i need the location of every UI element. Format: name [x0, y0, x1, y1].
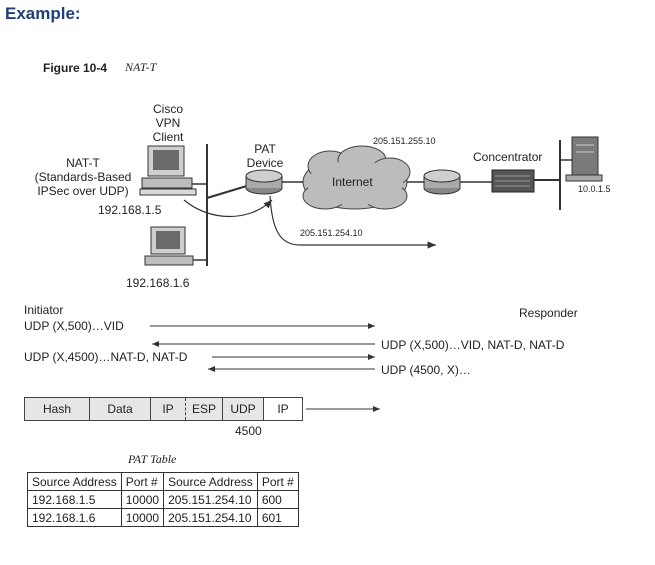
packet-cell-esp: ESP [185, 398, 223, 420]
table-header: Port # [256, 472, 299, 491]
responder-label: Responder [519, 306, 578, 320]
pat-device-label: PAT Device [246, 142, 284, 170]
initiator-label: Initiator [24, 303, 64, 317]
translation-curve-arrow [183, 199, 273, 217]
packet-cell-data: Data [107, 402, 133, 416]
packet-cell-ip: IP [162, 402, 174, 416]
table-row: 192.168.1.5 10000 205.151.254.10 600 [27, 490, 299, 509]
lan-to-pat-link [206, 184, 251, 199]
pc2-ip: 192.168.1.6 [126, 276, 190, 290]
client-pc-icon [139, 145, 207, 196]
server-icon [560, 136, 603, 182]
natt-label: NAT-T (Standards-Based IPSec over UDP) [34, 156, 132, 198]
outbound-arrow [269, 195, 436, 249]
msg1-label: UDP (X,500)…VID [24, 319, 124, 333]
pat-router-icon [245, 169, 283, 195]
table-cell: 600 [256, 490, 299, 509]
msg4-label: UDP (4500, X)… [381, 363, 471, 377]
table-cell: 601 [256, 508, 299, 527]
table-header: Source Address [27, 472, 122, 491]
packet-cell-hash: Hash [25, 398, 90, 420]
figure-label: Figure 10-4 [43, 61, 108, 75]
pat-table: Source Address Port # Source Address Por… [27, 472, 299, 527]
table-header: Source Address [163, 472, 258, 491]
table-cell: 192.168.1.6 [27, 508, 122, 527]
public-ip-top: 205.151.255.10 [373, 136, 436, 146]
public-ip-bottom: 205.151.254.10 [300, 228, 363, 238]
table-row: 192.168.1.6 10000 205.151.254.10 601 [27, 508, 299, 527]
client-label: Cisco VPN Client [152, 102, 184, 144]
internet-label: Internet [332, 175, 373, 189]
edge-router-icon [423, 169, 461, 195]
packet-diagram: Hash Data IP ESP UDP IP [24, 397, 303, 421]
msg2-label: UDP (X,500)…VID, NAT-D, NAT-D [381, 338, 565, 352]
pat-table-title: PAT Table [128, 452, 177, 466]
packet-port-label: 4500 [235, 424, 262, 438]
table-cell: 10000 [120, 490, 165, 509]
table-header-row: Source Address Port # Source Address Por… [27, 472, 299, 491]
server-ip: 10.0.1.5 [578, 184, 611, 194]
packet-cell-udp: UDP [223, 398, 264, 420]
pc2-icon [144, 226, 207, 266]
table-cell: 192.168.1.5 [27, 490, 122, 509]
table-header: Port # [120, 472, 165, 491]
client-ip: 192.168.1.5 [98, 203, 162, 217]
table-cell: 10000 [120, 508, 165, 527]
concentrator-icon [491, 169, 535, 193]
table-cell: 205.151.254.10 [163, 508, 258, 527]
page-heading: Example: [5, 4, 81, 23]
concentrator-label: Concentrator [473, 150, 543, 164]
table-cell: 205.151.254.10 [163, 490, 258, 509]
figure-title: NAT-T [125, 60, 157, 74]
msg3-label: UDP (X,4500)…NAT-D, NAT-D [24, 350, 188, 364]
packet-cell-ip-outer: IP [264, 398, 302, 420]
